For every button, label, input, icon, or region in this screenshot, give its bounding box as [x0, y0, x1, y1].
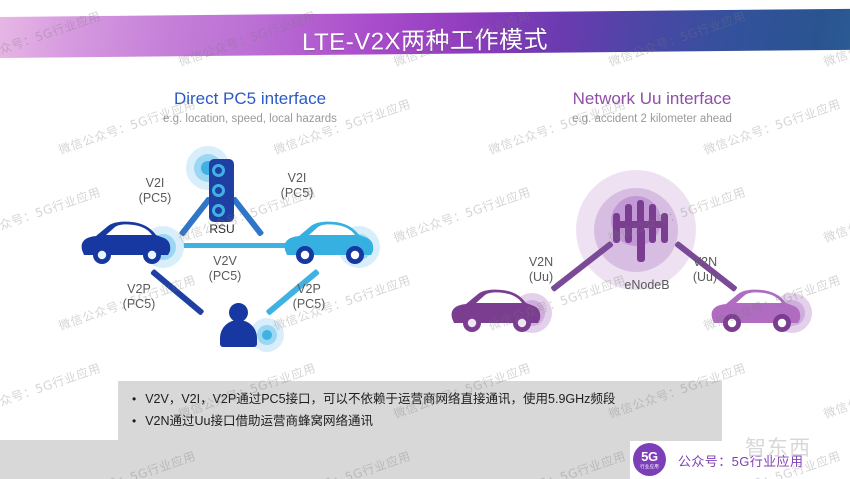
enodeb-bar-1 [613, 213, 620, 243]
corner-brand-watermark: 智东西 [745, 436, 811, 460]
link-v2v [166, 243, 289, 248]
car-left-purple-icon [451, 289, 541, 332]
label-v2v: V2V (PC5) [208, 254, 242, 283]
brand-logo-main: 5G [641, 448, 658, 464]
enodeb-bar-5 [661, 213, 668, 243]
car-right-icon [284, 221, 374, 264]
pedestrian-icon-head [229, 303, 248, 322]
notes-panel: • V2V，V2I，V2P通过PC5接口，可以不依赖于运营商网络直接通讯，使用5… [118, 381, 722, 441]
label-v2n-right: V2N (Uu) [692, 255, 718, 284]
rsu-lamp-bottom [212, 204, 225, 217]
right-diagram-heading: Network Uu interface [572, 89, 732, 108]
rsu-icon [209, 159, 234, 222]
label-v2n-left: V2N (Uu) [528, 255, 554, 284]
rsu-lamp-mid [212, 184, 225, 197]
right-diagram-subheading: e.g. accident 2 kilometer ahead [572, 113, 732, 125]
footer-account-text: 公众号：5G行业应用 [678, 454, 804, 469]
left-diagram-heading: Direct PC5 interface [173, 89, 327, 108]
bullet-marker: • [132, 414, 137, 428]
pedestrian-icon-body [220, 320, 257, 347]
left-diagram-heading-group: Direct PC5 interface e.g. location, spee… [110, 89, 390, 125]
brand-logo-sub: 行业应用 [640, 463, 659, 469]
car-right-purple-icon [711, 289, 801, 332]
label-rsu: RSU [209, 222, 235, 236]
notes-bullet-1: • V2V，V2I，V2P通过PC5接口，可以不依赖于运营商网络直接通讯，使用5… [132, 391, 615, 407]
label-v2i-left: V2I (PC5) [138, 176, 172, 205]
enodeb-icon [613, 200, 683, 262]
watermark-text: 微信公众号：5G行业应用 [0, 360, 103, 422]
page-title: LTE-V2X两种工作模式 [301, 26, 549, 56]
bullet-marker: • [132, 392, 137, 406]
watermark-text: 微信公众号：5G行业应用 [821, 184, 850, 246]
watermark-text: 微信公众号：5G行业应用 [821, 360, 850, 422]
rsu-lamp-top [212, 164, 225, 177]
brand-logo: 5G 行业应用 [633, 443, 666, 476]
left-diagram-subheading: e.g. location, speed, local hazards [163, 113, 337, 125]
notes-bullet-2: • V2N通过Uu接口借助运营商蜂窝网络通讯 [132, 413, 373, 429]
notes-bullet-1-text: V2V，V2I，V2P通过PC5接口，可以不依赖于运营商网络直接通讯，使用5.9… [145, 392, 616, 406]
right-diagram-heading-group: Network Uu interface e.g. accident 2 kil… [512, 89, 792, 125]
watermark-text: 微信公众号：5G行业应用 [391, 184, 533, 246]
car-left-icon [81, 221, 171, 264]
label-v2p-left: V2P (PC5) [122, 282, 156, 311]
pedestrian-halo-inner [262, 330, 272, 340]
footer-bar [0, 440, 630, 479]
label-v2p-right: V2P (PC5) [292, 282, 326, 311]
label-enodeb: eNodeB [624, 278, 670, 292]
notes-bullet-2-text: V2N通过Uu接口借助运营商蜂窝网络通讯 [145, 414, 373, 428]
label-v2i-right: V2I (PC5) [280, 171, 314, 200]
enodeb-crossbar [613, 221, 668, 228]
enodeb-mast [637, 228, 645, 262]
